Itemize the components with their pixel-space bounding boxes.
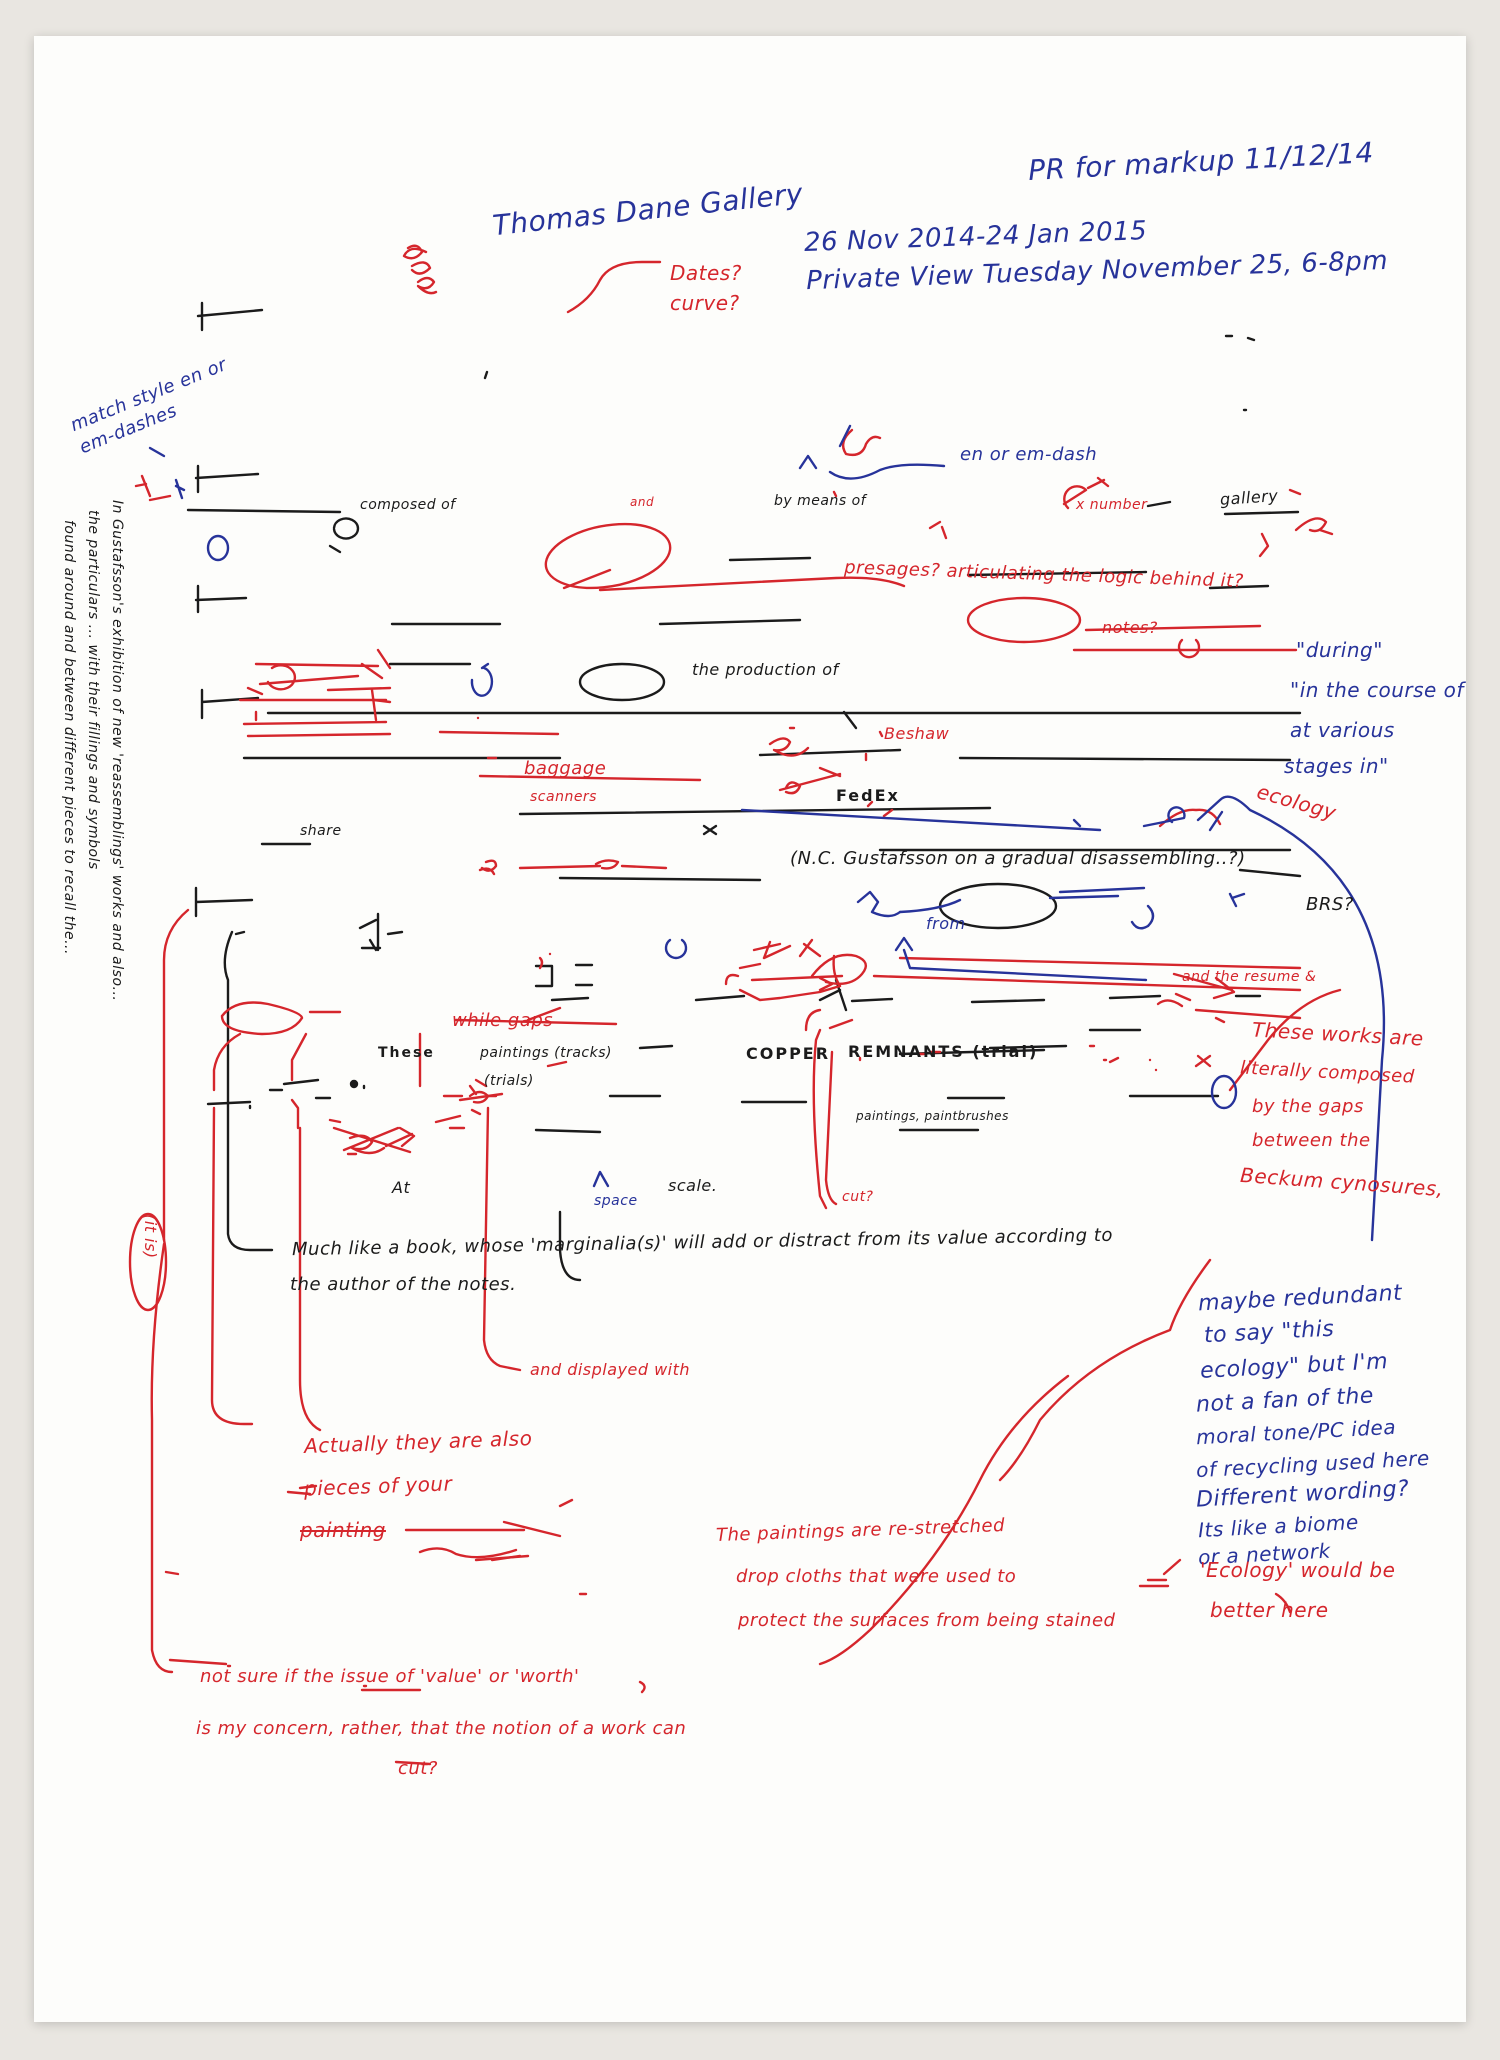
text-baggage: baggage [524, 758, 607, 779]
text-gallery: gallery [1219, 485, 1279, 510]
text-stages-in: stages in" [1284, 754, 1389, 778]
text-these: These [378, 1045, 435, 1061]
text-remnants: REMNANTS (trial) [848, 1042, 1039, 1061]
text-share: share [300, 823, 342, 839]
black-rule-lines [186, 301, 1302, 1282]
text-much-like-2: the author of the notes. [290, 1274, 517, 1295]
vertical-text-line-2: the particulars ... with their fillings … [85, 510, 101, 870]
text-trials: (trials) [484, 1073, 534, 1089]
text-nc-query: (N.C. Gustafsson on a gradual disassembl… [790, 848, 1246, 869]
text-x-number: x number [1076, 497, 1148, 513]
text-paintings-small: paintings, paintbrushes [856, 1109, 1009, 1123]
dates-query: Dates? curve? [670, 261, 742, 315]
text-these-works-3: by the gaps [1252, 1096, 1364, 1117]
paper-sheet [34, 36, 1466, 2022]
text-production-of: the production of [692, 660, 839, 679]
text-en-em-dash: en or em-dash [960, 444, 1098, 465]
text-ecology-better-2: better here [1210, 1598, 1329, 1622]
text-not-sure-2: is my concern, rather, that the notion o… [196, 1718, 687, 1739]
vertical-text-line-3: found around and between different piece… [61, 520, 77, 955]
text-ecology-better-1: 'Ecology' would be [1200, 1558, 1396, 1582]
text-paintings-are-3: protect the surfaces from being stained [738, 1610, 1116, 1631]
text-copper: COPPER [746, 1044, 831, 1063]
text-brs: BRS? [1306, 894, 1354, 915]
text-paintings: paintings (tracks) [480, 1045, 612, 1061]
text-from: from [926, 914, 966, 933]
text-fedex: FedEx [836, 786, 900, 805]
red-markup-strokes [128, 244, 1342, 1766]
text-composed-of: composed of [360, 497, 456, 513]
text-paintings-are-2: drop cloths that were used to [736, 1566, 1017, 1587]
text-at-various: at various [1290, 718, 1395, 742]
text-and-resume: and the resume & [1182, 969, 1317, 985]
text-at: At [392, 1178, 411, 1197]
text-by-means-of: by means of [774, 493, 867, 509]
circled-note: (it is) [141, 1214, 160, 1259]
text-actually-3: painting [300, 1518, 386, 1542]
text-not-sure-1: not sure if the issue of 'value' or 'wor… [200, 1666, 580, 1687]
vertical-text-line-1: In Gustafsson's exhibition of new 'reass… [109, 500, 125, 1002]
blue-markup-strokes [148, 424, 1386, 1242]
text-actually-2: pieces of your [303, 1471, 453, 1501]
text-cut: cut? [842, 1189, 874, 1205]
text-and-displayed: and displayed with [530, 1360, 691, 1379]
text-beshaw: Beshaw [884, 724, 950, 743]
text-notes-query: notes? [1102, 618, 1158, 637]
text-in-the-course: "in the course of [1290, 678, 1464, 702]
text-during: "during" [1296, 638, 1383, 662]
text-these-works-4: between the [1252, 1130, 1371, 1151]
text-scale: scale. [668, 1176, 718, 1195]
text-while-gaps: while gaps [452, 1010, 554, 1031]
text-and: and [630, 495, 655, 509]
text-not-sure-3: cut? [398, 1758, 438, 1779]
text-scanners: scanners [530, 789, 597, 805]
text-space: space [594, 1193, 638, 1209]
